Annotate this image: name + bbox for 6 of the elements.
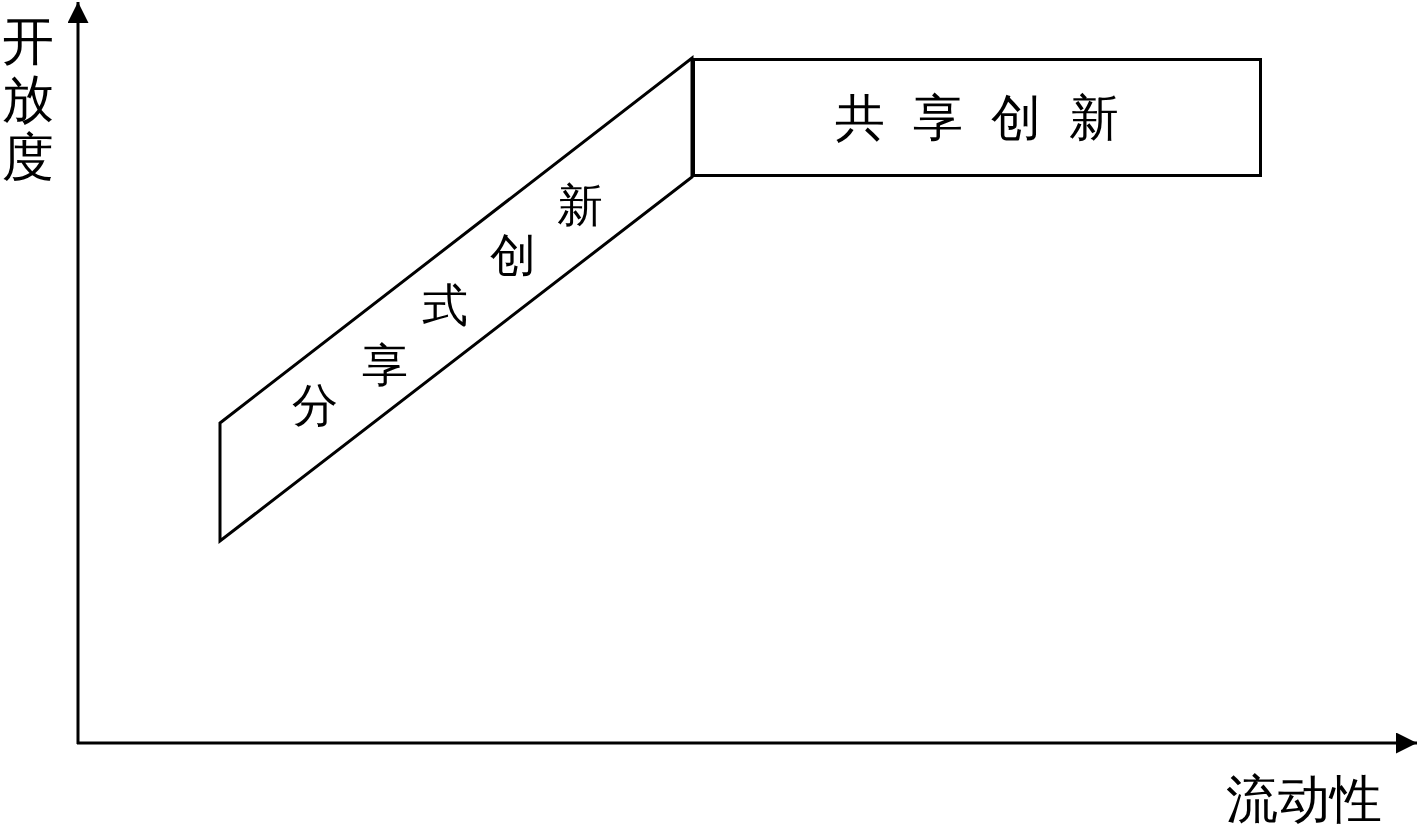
parallelogram-band [220, 58, 692, 541]
axis-label: 流动性 [1226, 770, 1382, 828]
band-label: 分享式创新 [292, 182, 603, 428]
axis-label: 开放度 [2, 12, 55, 186]
box-label: 共享创新 [835, 89, 1147, 146]
process-box [692, 58, 1262, 177]
